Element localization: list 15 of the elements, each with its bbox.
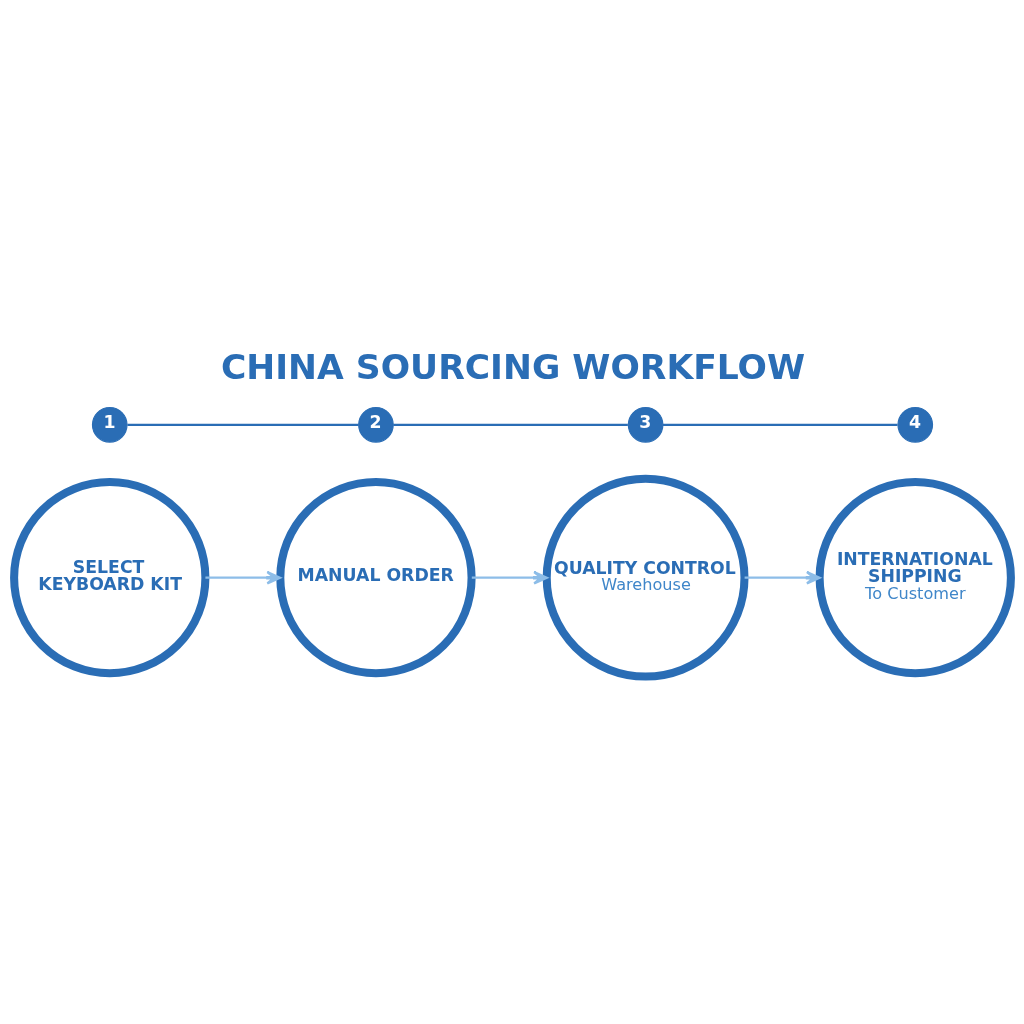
node-circle: 1 bbox=[91, 406, 128, 443]
node-circle: 3 bbox=[627, 406, 663, 443]
node-circle: QUALITY CONTROL Warehouse bbox=[542, 474, 748, 681]
connector bbox=[392, 423, 628, 426]
node-circle: 4 bbox=[896, 406, 933, 443]
node-circle: MANUAL ORDER bbox=[275, 478, 476, 678]
connector bbox=[662, 423, 897, 426]
node-circle: 2 bbox=[357, 406, 394, 443]
diagram-title: CHINA SOURCING WORKFLOW bbox=[220, 346, 805, 387]
node-circle: INTERNATIONAL SHIPPING To Customer bbox=[815, 478, 1015, 678]
connector bbox=[126, 423, 358, 426]
arrow bbox=[204, 570, 281, 585]
node-circle: SELECT KEYBOARD KIT bbox=[9, 478, 209, 678]
arrow bbox=[471, 570, 548, 585]
arrow bbox=[744, 570, 821, 585]
